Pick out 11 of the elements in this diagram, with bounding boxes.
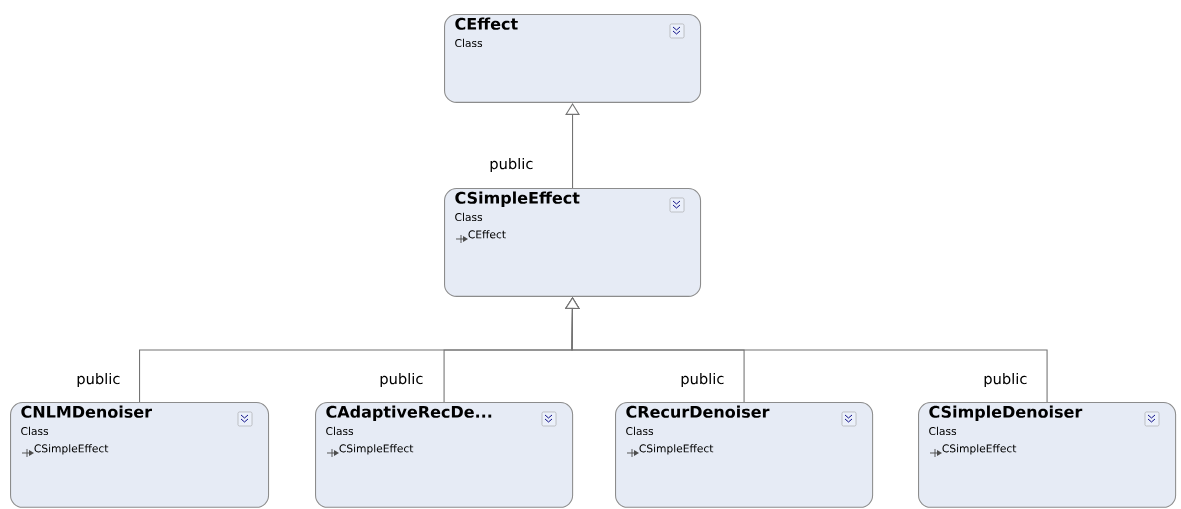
class-box: CNLMDenoiser Class CSimpleEffect	[10, 402, 270, 508]
class-box: CSimpleDenoiser Class CSimpleEffect	[918, 402, 1177, 508]
edge-label: public	[487, 156, 535, 174]
edge-label: public	[377, 371, 425, 389]
class-box: CAdaptiveRecDe... Class CSimpleEffect	[315, 402, 574, 508]
edge-label: public	[981, 371, 1029, 389]
class-box: CSimpleEffect Class CEffect	[444, 188, 702, 297]
edge-label: public	[74, 371, 122, 389]
edge-label: public	[678, 371, 726, 389]
class-box: CRecurDenoiser Class CSimpleEffect	[615, 402, 874, 508]
class-box: CEffect Class	[444, 14, 702, 103]
